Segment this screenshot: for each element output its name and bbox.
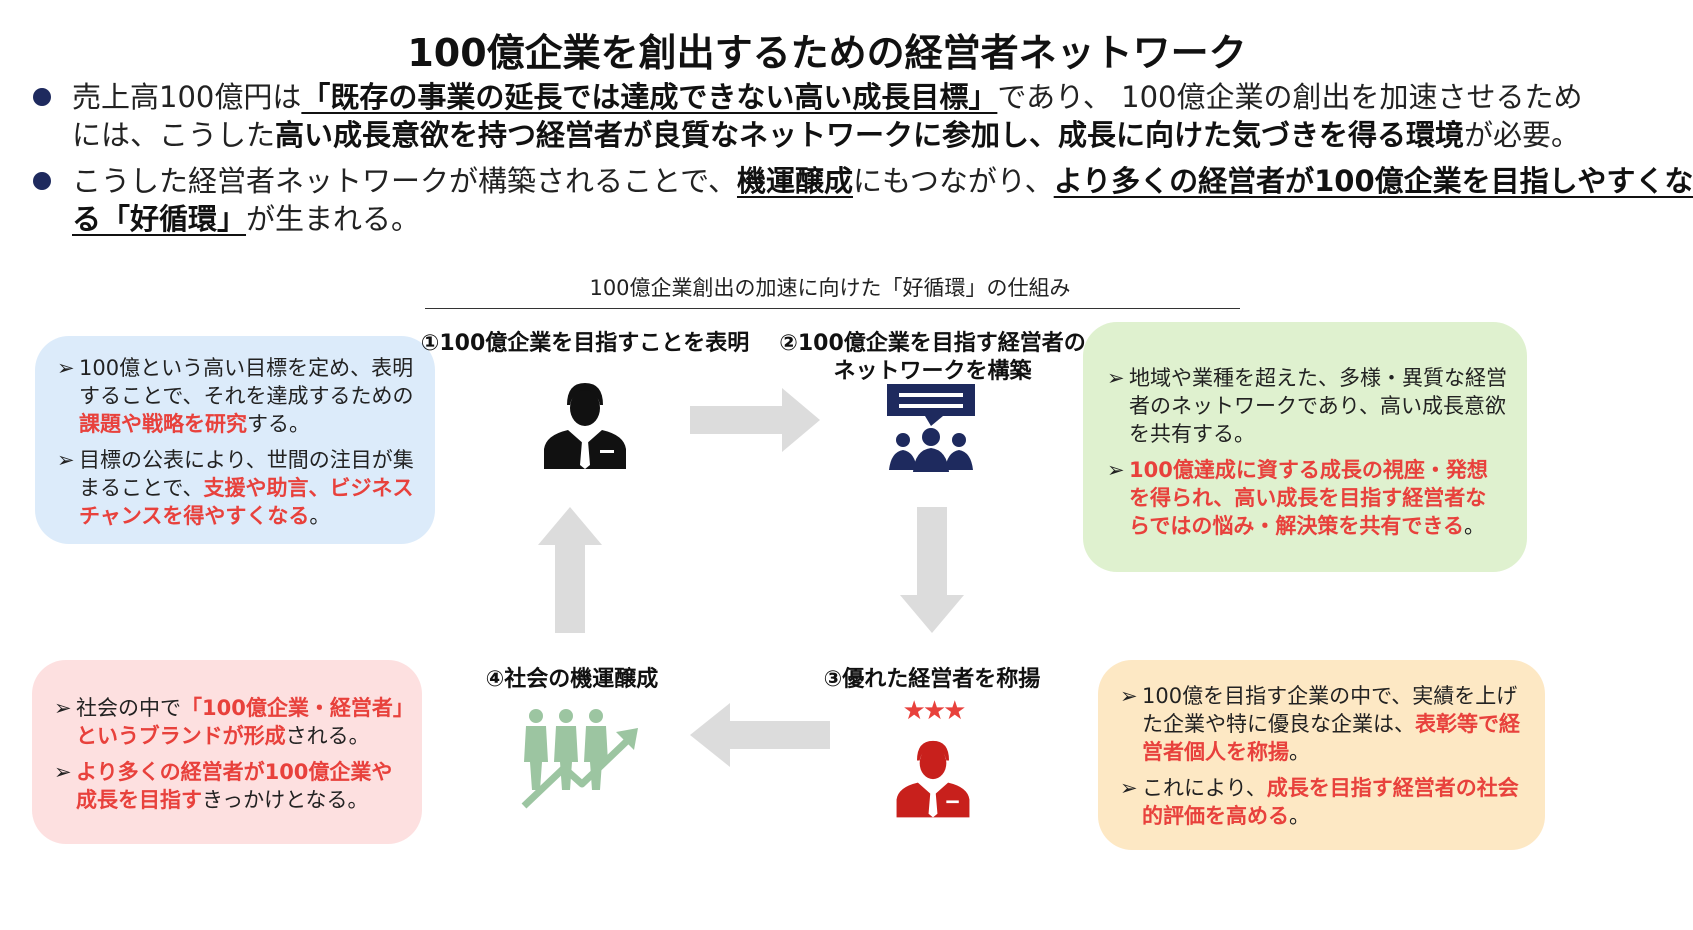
arrow-left-icon: [690, 703, 830, 767]
bullet-dot: [33, 88, 51, 106]
text-segment: 100億という高い目標を定め、表明することで、それを達成するための: [79, 356, 414, 408]
red-emphasis: より多くの経営者が100億企業や成長を目指す: [76, 760, 393, 812]
bold-emphasis: 高い成長意欲を持つ経営者が良質なネットワークに参加し、成長に向けた気づきを得る環…: [275, 118, 1465, 152]
text-segment: 売上高100億円は: [72, 80, 302, 114]
text-segment: される。: [285, 724, 370, 748]
underlined-emphasis: る「好循環」: [72, 202, 247, 236]
bullet-2-line-1: こうした経営者ネットワークが構築されることで、機運醸成にもつながり、より多くの経…: [72, 162, 1693, 200]
red-emphasis: 表彰等で経営者個人を称揚: [1142, 712, 1520, 764]
arrow-bullet-icon: ➢: [1107, 458, 1125, 482]
arrow-down-icon: [900, 507, 964, 633]
businessperson-icon: [544, 383, 626, 469]
text-segment: 目標の公表により、世間の注目が集まることで、: [79, 448, 414, 500]
arrow-bullet-icon: ➢: [57, 448, 75, 472]
list-item: ➢ これにより、成長を目指す経営者の社会的評価を高める。: [1120, 774, 1530, 830]
bullet-1-line-1: 売上高100億円は「既存の事業の延長では達成できない高い成長目標」であり、 10…: [72, 78, 1583, 116]
red-emphasis: 課題や戦略を研究: [79, 412, 247, 436]
diagram-title: 100億企業創出の加速に向けた「好循環」の仕組み: [589, 276, 1071, 300]
text-segment: 。: [1289, 740, 1310, 764]
text-segment: が必要。: [1464, 118, 1581, 152]
text-segment: にもつながり、: [853, 164, 1054, 198]
info-box-praise: ➢ 100億を目指す企業の中で、実績を上げた企業や特に優良な企業は、表彰等で経営…: [1098, 660, 1545, 850]
text-segment: これにより、: [1142, 776, 1267, 800]
info-box-network: ➢ 地域や業種を超えた、多様・異質な経営者のネットワークであり、高い成長意欲を共…: [1083, 322, 1527, 572]
praised-businessperson-icon: [896, 740, 970, 818]
text-segment: 社会の中で: [76, 696, 181, 720]
divider: [425, 308, 1240, 309]
text-segment: であり、 100億企業の創出を加速させるため: [997, 80, 1583, 114]
list-item: ➢ より多くの経営者が100億企業や成長を目指すきっかけとなる。: [54, 758, 404, 814]
step-4-label: ④社会の機運醸成: [485, 667, 659, 692]
arrow-up-icon: [538, 507, 602, 633]
list-item: ➢ 100億を目指す企業の中で、実績を上げた企業や特に優良な企業は、表彰等で経営…: [1120, 682, 1530, 766]
arrow-bullet-icon: ➢: [54, 696, 72, 720]
bullet-dot: [33, 172, 51, 190]
red-emphasis: 支援や助言、ビジネスチャンスを得やすくなる: [79, 476, 414, 528]
step-1-label: ①100億企業を目指すことを表明: [420, 331, 750, 356]
step-2-label-line: ②100億企業を目指す経営者の: [779, 331, 1086, 356]
text-segment: 100億を目指す企業の中で、実績を上げた企業や特に優良な企業は、: [1142, 684, 1518, 736]
text-segment: には、こうした: [72, 118, 276, 152]
step-3-label: ③優れた経営者を称揚: [823, 667, 1041, 692]
list-item: ➢ 100億達成に資する成長の視座・発想を得られ、高い成長を目指す経営者ならでは…: [1107, 456, 1507, 540]
step-2-label-line: ネットワークを構築: [833, 359, 1032, 384]
info-box-society: ➢ 社会の中で「100億企業・経営者」というブランドが形成される。 ➢ より多く…: [32, 660, 422, 844]
text-segment: 。: [1289, 804, 1310, 828]
text-segment: きっかけとなる。: [202, 788, 369, 812]
text-segment: 地域や業種を超えた、多様・異質な経営者のネットワークであり、高い成長意欲を共有す…: [1129, 366, 1507, 446]
growth-people-icon: [521, 709, 638, 809]
stars-icon: ★★★: [902, 696, 967, 726]
red-emphasis: 100億達成に資する成長の視座・発想を得られ、高い成長を目指す経営者ならではの悩…: [1129, 458, 1488, 538]
arrow-bullet-icon: ➢: [1120, 684, 1138, 708]
text-segment: 。: [1463, 514, 1485, 538]
underlined-emphasis: 「既存の事業の延長では達成できない高い成長目標」: [301, 80, 998, 114]
underlined-emphasis: 機運醸成: [736, 164, 853, 198]
info-box-declare: ➢ 100億という高い目標を定め、表明することで、それを達成するための課題や戦略…: [35, 336, 435, 544]
text-segment: する。: [247, 412, 310, 436]
list-item: ➢ 社会の中で「100億企業・経営者」というブランドが形成される。: [54, 694, 404, 750]
text-segment: が生まれる。: [246, 202, 421, 236]
red-emphasis: 「100億企業・経営者」というブランドが形成: [76, 696, 404, 748]
bullet-1-line-2: には、こうした高い成長意欲を持つ経営者が良質なネットワークに参加し、成長に向けた…: [72, 116, 1580, 154]
red-emphasis: 成長を目指す経営者の社会的評価を高める: [1142, 776, 1519, 828]
arrow-bullet-icon: ➢: [1120, 776, 1138, 800]
step-2-label: ②100億企業を目指す経営者の ネットワークを構築: [765, 330, 1100, 386]
arrow-bullet-icon: ➢: [57, 356, 75, 380]
underlined-emphasis: より多くの経営者が100億企業を目指しやすくな: [1053, 164, 1693, 198]
text-segment: こうした経営者ネットワークが構築されることで、: [72, 164, 737, 198]
network-group-icon: [887, 384, 975, 472]
arrow-bullet-icon: ➢: [1107, 366, 1125, 390]
list-item: ➢ 地域や業種を超えた、多様・異質な経営者のネットワークであり、高い成長意欲を共…: [1107, 364, 1507, 448]
list-item: ➢ 100億という高い目標を定め、表明することで、それを達成するための課題や戦略…: [57, 354, 417, 438]
page-title: 100億企業を創出するための経営者ネットワーク: [407, 31, 1247, 75]
bullet-2-line-2: る「好循環」が生まれる。: [72, 200, 420, 238]
text-segment: 。: [309, 504, 331, 528]
arrow-right-icon: [690, 388, 820, 452]
list-item: ➢ 目標の公表により、世間の注目が集まることで、支援や助言、ビジネスチャンスを得…: [57, 446, 417, 530]
arrow-bullet-icon: ➢: [54, 760, 72, 784]
